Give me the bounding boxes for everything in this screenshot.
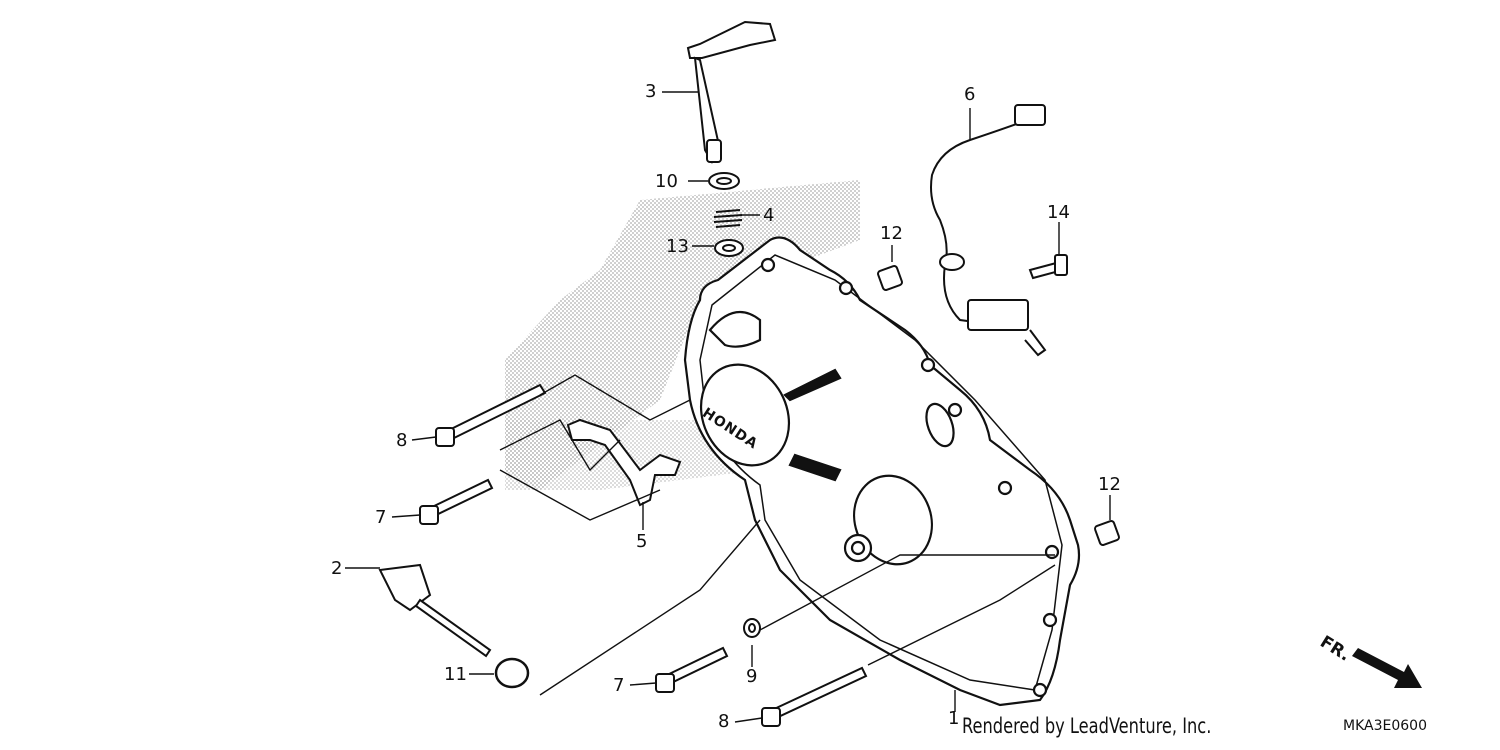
callout-12a: 12 xyxy=(880,223,903,244)
right-crankcase-cover[interactable] xyxy=(683,236,1081,707)
dowel-pin-lower[interactable] xyxy=(1094,520,1120,546)
callout-7a: 7 xyxy=(375,507,387,528)
callout-7b: 7 xyxy=(613,675,625,696)
switch-bolt[interactable] xyxy=(1028,254,1068,280)
callout-8a: 8 xyxy=(396,430,408,451)
callout-5: 5 xyxy=(636,531,648,552)
o-ring[interactable] xyxy=(494,657,530,689)
callout-14: 14 xyxy=(1047,202,1070,223)
engine-shading-lower xyxy=(505,420,760,490)
return-spring[interactable] xyxy=(713,209,743,228)
sealing-washer[interactable] xyxy=(743,618,761,638)
callout-1: 1 xyxy=(948,708,960,729)
callout-12b: 12 xyxy=(1098,474,1121,495)
clutch-cable-bracket[interactable] xyxy=(566,418,682,507)
flange-bolt-lower[interactable] xyxy=(761,666,868,727)
callout-10: 10 xyxy=(655,171,678,192)
callout-6: 6 xyxy=(964,84,976,105)
short-bolt-upper[interactable] xyxy=(419,478,494,525)
callout-11: 11 xyxy=(444,664,467,685)
callout-4: 4 xyxy=(763,205,775,226)
callout-3: 3 xyxy=(645,81,657,102)
needle-bearing[interactable] xyxy=(714,239,744,257)
callout-8b: 8 xyxy=(718,711,730,732)
oil-seal[interactable] xyxy=(708,172,740,190)
callout-2: 2 xyxy=(331,558,343,579)
render-credit: Rendered by LeadVenture, Inc. xyxy=(962,714,1212,738)
flange-bolt-upper[interactable] xyxy=(435,383,547,447)
clutch-lifter-shaft[interactable] xyxy=(686,20,777,164)
neutral-switch-assembly[interactable] xyxy=(930,104,1047,357)
leader-lines xyxy=(345,91,1111,723)
diagram-code: MKA3E0600 xyxy=(1343,718,1427,734)
callout-13: 13 xyxy=(666,236,689,257)
dowel-pin-upper[interactable] xyxy=(877,265,903,291)
front-direction-arrow-icon xyxy=(1352,648,1422,688)
callout-9: 9 xyxy=(746,666,758,687)
oil-filler-cap[interactable] xyxy=(378,563,492,658)
short-bolt-lower[interactable] xyxy=(655,646,729,693)
